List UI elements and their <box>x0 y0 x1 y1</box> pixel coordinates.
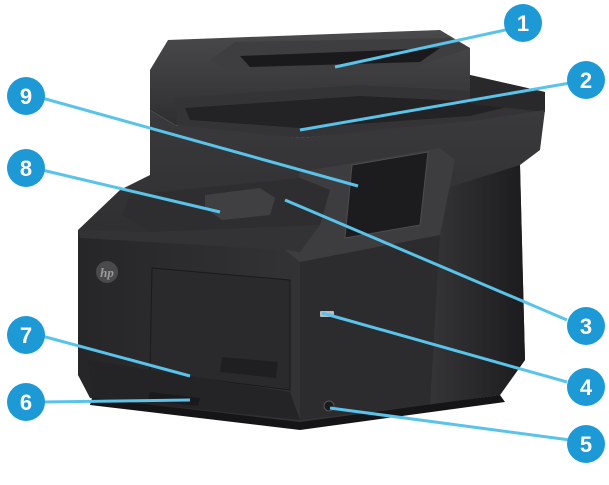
callout-9-label: 9 <box>20 84 32 109</box>
leader-line-2 <box>299 81 571 132</box>
output-bin-stop <box>205 188 275 220</box>
feeder-input-slot <box>240 48 440 67</box>
callout-2: 2 <box>567 61 605 99</box>
callout-7-label: 7 <box>20 323 32 348</box>
callout-9: 9 <box>7 77 45 115</box>
leader-line-1 <box>334 27 511 69</box>
callout-2-label: 2 <box>580 68 592 93</box>
leader-line-6 <box>41 398 191 404</box>
callout-8-label: 8 <box>20 156 32 181</box>
callout-6: 6 <box>7 383 45 421</box>
callout-5: 5 <box>567 425 605 463</box>
callout-4-label: 4 <box>580 375 593 400</box>
callout-1-label: 1 <box>517 11 529 36</box>
leader-line-5 <box>329 406 571 442</box>
callout-4: 4 <box>567 368 605 406</box>
paper-tray <box>88 360 300 420</box>
callout-1: 1 <box>504 4 542 42</box>
control-panel-screen <box>344 151 429 239</box>
callout-7: 7 <box>7 316 45 354</box>
callout-5-label: 5 <box>580 432 592 457</box>
leader-line-9 <box>41 96 359 188</box>
hp-logo <box>96 261 118 283</box>
callout-6-label: 6 <box>20 390 32 415</box>
leader-line-4 <box>321 311 568 384</box>
front-door-panel <box>149 267 291 391</box>
callout-3-label: 3 <box>580 314 592 339</box>
hp-logo-text: hp <box>100 265 114 280</box>
callout-badges: 1 2 3 4 5 6 7 8 <box>7 4 605 463</box>
leader-line-7 <box>41 334 191 378</box>
leader-line-8 <box>41 168 221 214</box>
callout-3: 3 <box>567 307 605 345</box>
output-bin-slot <box>185 96 520 128</box>
printer-base-shadow <box>90 395 505 430</box>
printer-illustration: hp <box>78 30 545 430</box>
front-door-handle <box>220 357 278 378</box>
callout-8: 8 <box>7 149 45 187</box>
front-upper-panel <box>78 225 320 252</box>
callout-leaders <box>41 27 571 442</box>
leader-line-3 <box>284 198 568 322</box>
printer-right-side <box>430 165 525 405</box>
